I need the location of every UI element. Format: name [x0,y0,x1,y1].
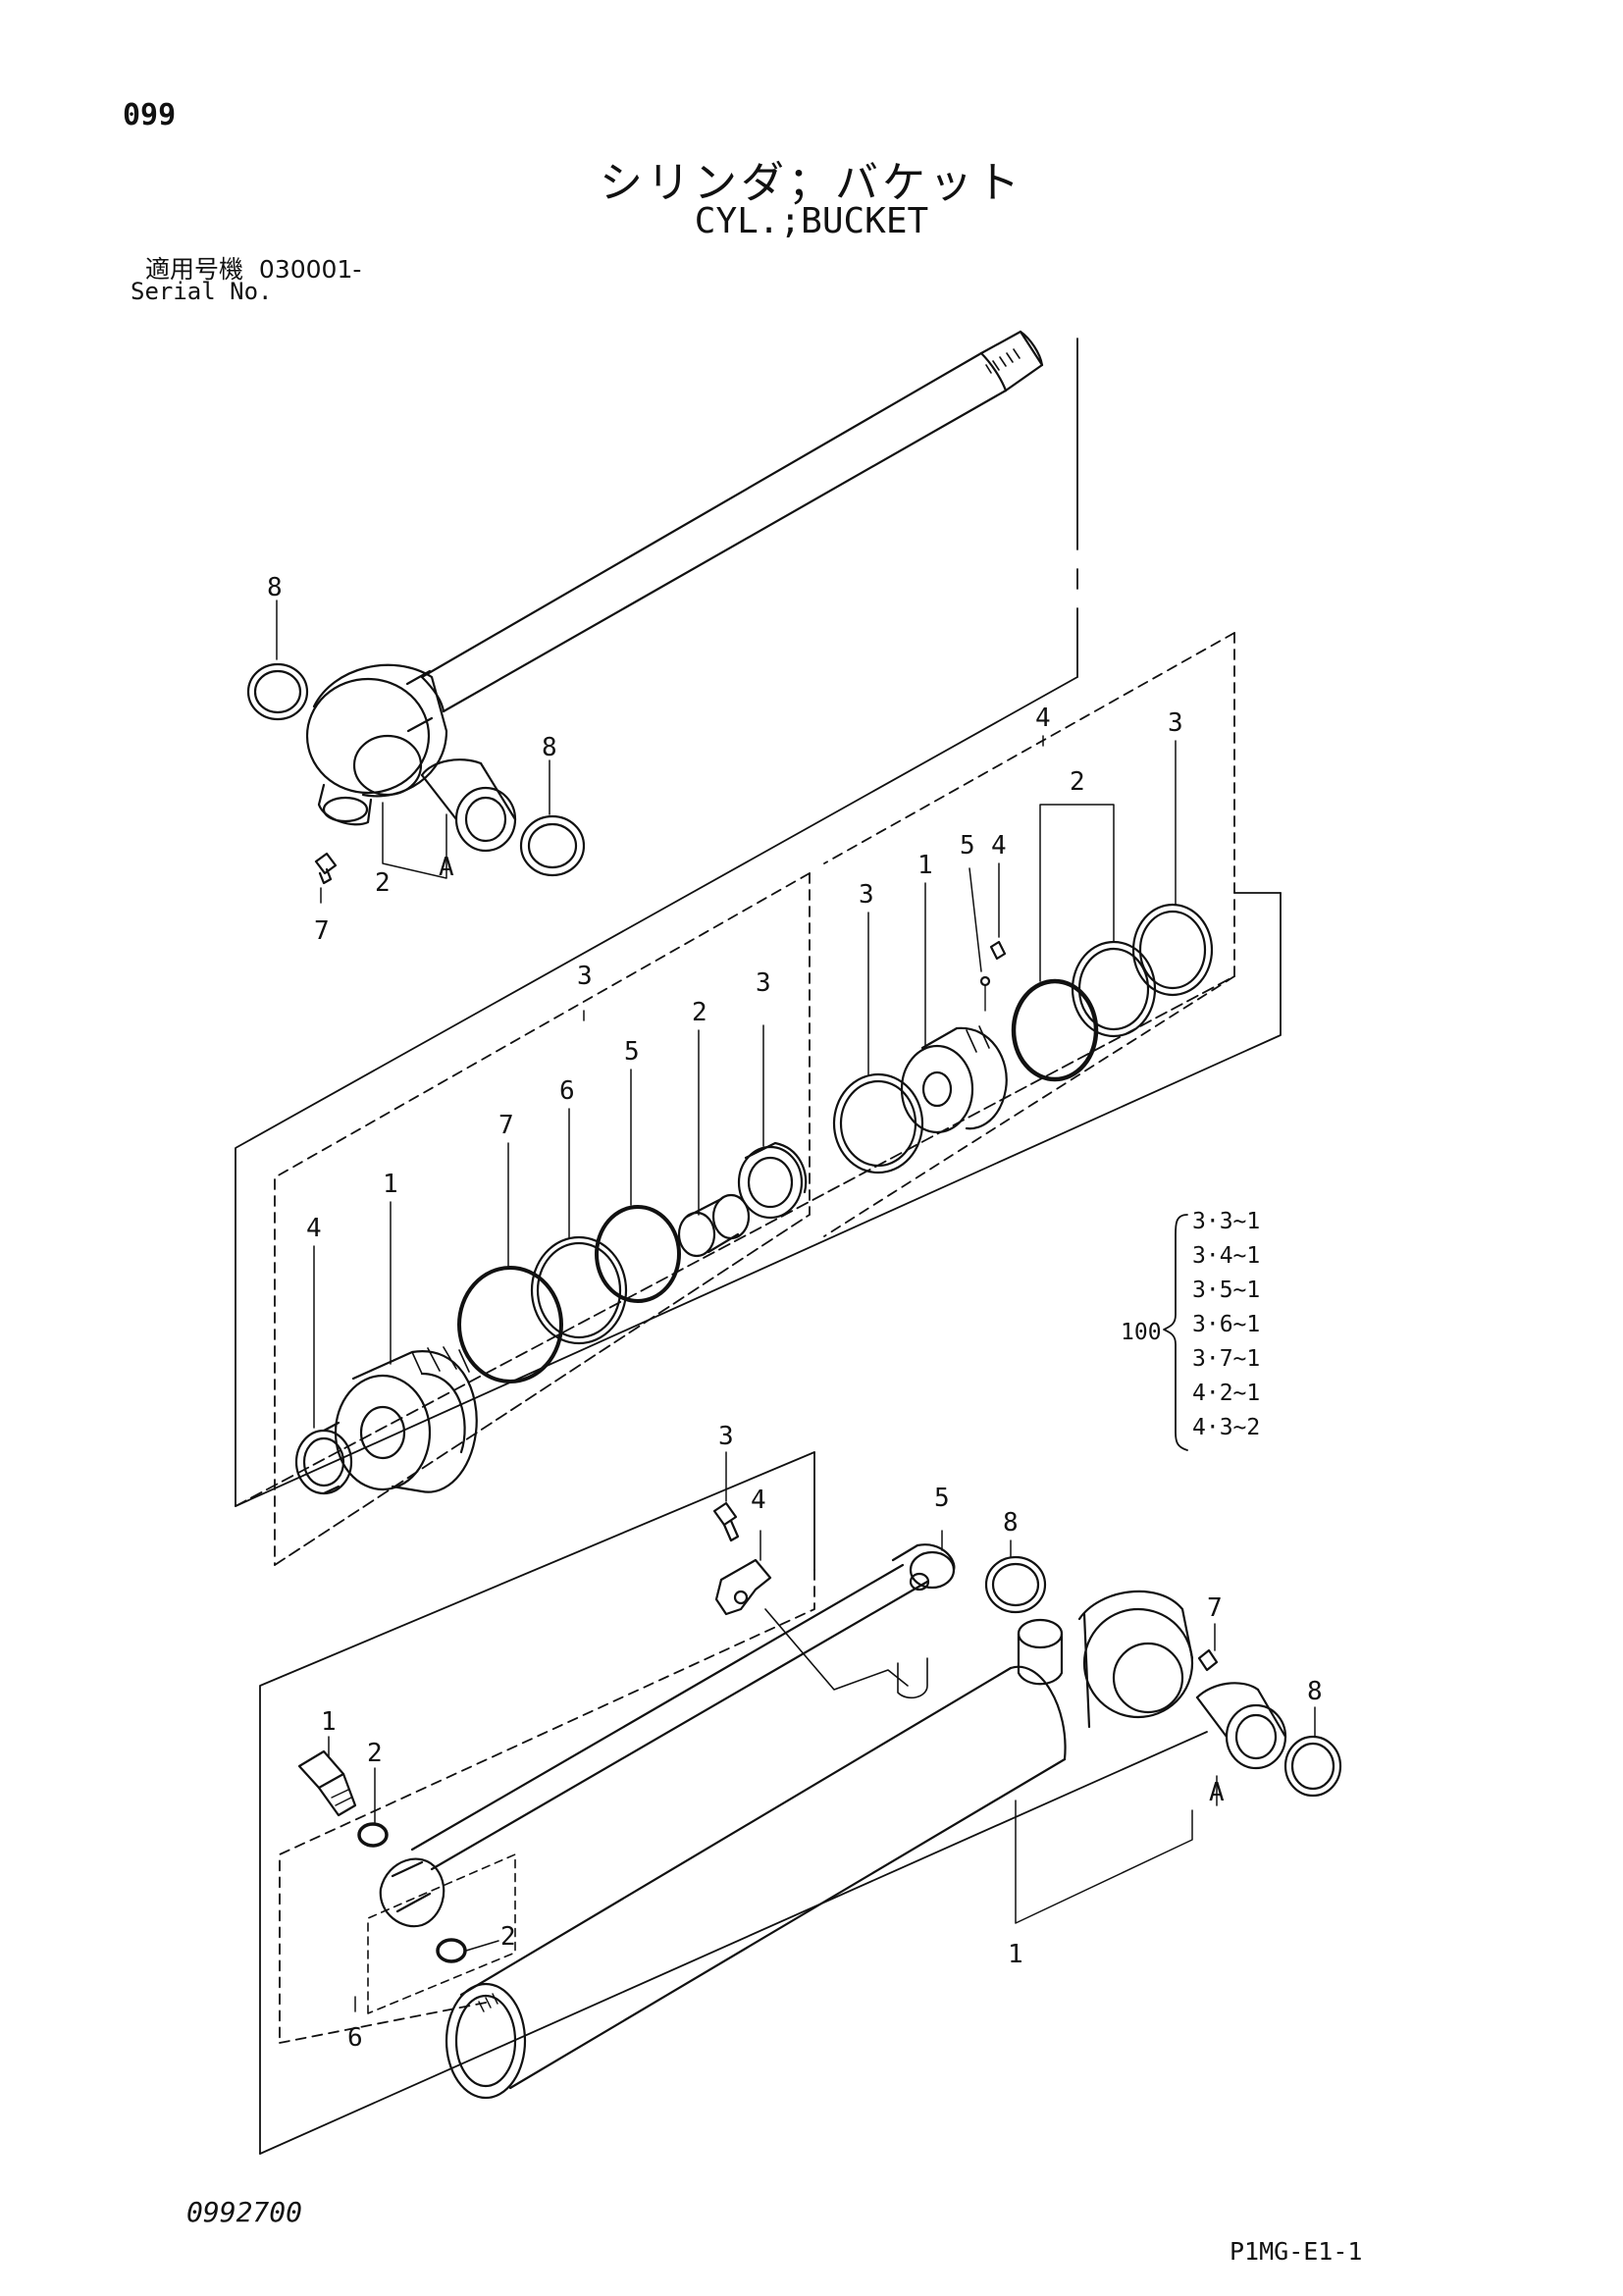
o-ring-7-group3 [457,1266,563,1383]
piston-rod [405,330,1044,733]
pipe-group-6-frame [279,1569,815,2044]
tube-seal-ring-8-right [1283,1735,1342,1798]
serial-value: 030001- [258,255,362,284]
grease-nipple-7-tube [1197,1648,1219,1672]
piston-1 [900,1025,1008,1134]
callout-tube-2a: 2 [367,1739,383,1768]
callout-group3-1: 1 [383,1170,398,1199]
serial-label-english: Serial No. [131,278,273,305]
tube-assembly-frame [259,1451,815,2155]
callout-group3-2: 2 [692,998,707,1027]
pipe-5 [410,1543,956,1871]
wear-ring-3-group4 [832,1072,924,1174]
callout-tube-8-left: 8 [1003,1508,1019,1538]
rod-wiper-4 [294,1421,353,1495]
wear-ring-3b-group4 [1131,903,1214,997]
callout-tube-2b: 2 [500,1922,516,1952]
callout-tube-a: A [1209,1778,1225,1807]
callout-group3-6: 6 [559,1076,575,1106]
callout-rod-8-right: 8 [542,733,557,762]
tube-eye [1077,1590,1194,1729]
callout-rod-a: A [439,853,454,882]
callout-group3-7: 7 [498,1111,514,1140]
callout-tube-elbow-1: 1 [321,1707,337,1737]
seal-3-group3 [737,1141,808,1220]
callout-rod-8-left: 8 [267,573,283,602]
callout-group3-3: 3 [756,968,771,998]
rod-seal-ring-8-left [246,662,309,721]
steel-ball-5-group4 [979,975,991,1012]
kit-item: 3·7~1 [1192,1346,1260,1372]
serial-label-jp: 適用号機 [145,255,244,284]
callout-group4-3: 3 [1168,708,1183,738]
tube-boss [1017,1618,1064,1686]
callout-group3-4: 4 [306,1214,322,1243]
callout-group4-1: 1 [917,851,933,880]
piston-assembly-frame [235,892,1282,1507]
fitting-frame [367,1853,516,2014]
bolt-3 [712,1501,740,1542]
rod-bushing-a [420,758,517,853]
rod-seal-ring-8-right [519,814,586,877]
o-ring-5-group3 [595,1205,681,1303]
callout-rod-2: 2 [375,868,391,898]
pipe-clamp-4 [714,1558,772,1616]
callout-tube-1: 1 [1008,1940,1023,1969]
seal-kit-number: 100 [1121,1320,1162,1345]
rod-assembly-frame [235,676,1078,1507]
grease-nipple-7-top [314,852,338,885]
page-number: 099 [123,98,177,132]
callout-group3-5: 5 [624,1037,640,1067]
callout-tube-4: 4 [751,1486,766,1515]
tube-bushing-a [1195,1682,1287,1770]
callout-group4-3b: 3 [859,880,874,910]
callout-group3-label: 3 [577,962,593,991]
kit-item: 4·2~1 [1192,1381,1260,1406]
pipe-clamp-link [764,1608,928,1699]
group-3-frame [274,872,811,1566]
callout-group4-2: 2 [1070,767,1085,797]
callout-group4-4: 4 [991,831,1007,861]
callout-tube-8-right: 8 [1307,1677,1323,1706]
pipe-flange [379,1857,445,1928]
kit-item: 3·3~1 [1192,1209,1260,1234]
cylinder-head-1 [334,1346,478,1493]
callout-tube-3: 3 [718,1422,734,1451]
set-screw-4-group4 [989,940,1007,961]
o-ring-2a-tube [357,1822,389,1848]
title-japanese: シリンダ；バケット [600,158,1023,208]
callout-tube-7: 7 [1207,1593,1223,1623]
callout-group4-5: 5 [960,831,975,861]
callout-tube-5: 5 [934,1484,950,1513]
seal-ring-2b-group4 [1071,940,1157,1038]
elbow-fitting-1 [297,1749,357,1817]
o-ring-2b-tube [436,1938,467,1963]
seal-kit-list: 100 3·3~1 3·4~1 3·5~1 3·6~1 3·7~1 4·2~1 … [1121,1209,1260,1440]
tube-seal-ring-8-left [984,1555,1047,1614]
leader-lines [276,600,1316,2012]
sheet-code: P1MG-E1-1 [1230,2237,1363,2266]
drawing-number: 0992700 [186,2196,303,2228]
title-english: CYL.;BUCKET [694,201,929,241]
callout-rod-7: 7 [314,916,330,946]
callout-group4-label: 4 [1035,704,1051,733]
seal-ring-2-group4 [1011,978,1099,1082]
callout-tube-6: 6 [347,2023,363,2053]
cylinder-tube-1 [445,1665,1067,2100]
kit-item: 4·3~2 [1192,1415,1260,1440]
serial-line-japanese: 適用号機 030001- [145,250,361,286]
backup-ring-6-group3 [530,1235,628,1345]
kit-item: 3·5~1 [1192,1278,1260,1303]
group-4-frame [235,632,1235,1566]
kit-item: 3·4~1 [1192,1243,1260,1269]
rod-eye [305,663,448,826]
kit-item: 3·6~1 [1192,1312,1260,1337]
bushing-2-group3 [677,1193,751,1258]
kit-brace [1163,1214,1188,1451]
